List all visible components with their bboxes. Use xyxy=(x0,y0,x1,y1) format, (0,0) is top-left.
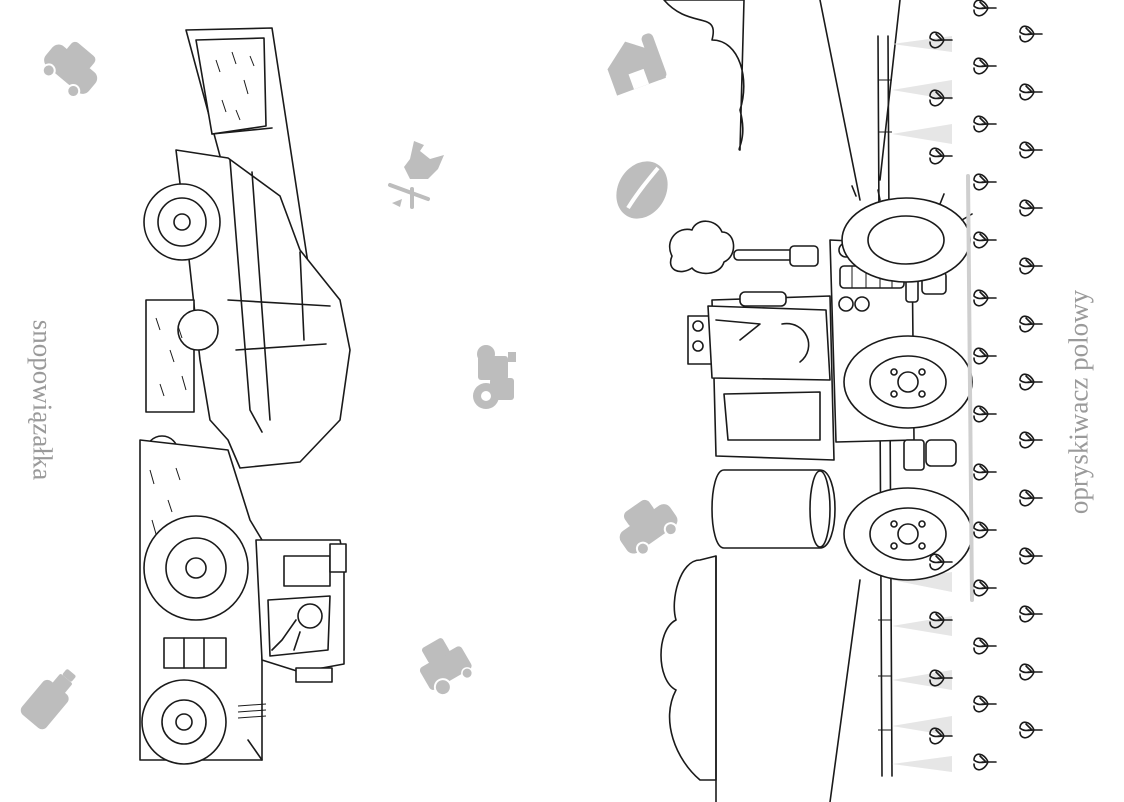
bottle-icon xyxy=(20,669,76,730)
leaf-icon xyxy=(616,161,668,219)
crop-row-2 xyxy=(973,0,997,771)
sprayer-wheel-rear xyxy=(841,185,973,283)
sprout-icon xyxy=(973,637,997,655)
sprout-icon xyxy=(973,463,997,481)
baler-icon xyxy=(419,638,474,697)
sprout-icon xyxy=(1019,547,1043,565)
sprout-icon xyxy=(973,231,997,249)
sprout-icon xyxy=(1019,25,1043,43)
sprout-icon xyxy=(973,173,997,191)
sprout-icon xyxy=(1019,489,1043,507)
sprout-icon xyxy=(973,579,997,597)
sprout-icon xyxy=(973,347,997,365)
crop-row-1 xyxy=(929,31,953,745)
sprout-icon xyxy=(929,31,953,49)
sprayer-wheel-front xyxy=(843,487,973,581)
sprout-icon xyxy=(973,289,997,307)
sprout-icon xyxy=(929,553,953,571)
sprout-icon xyxy=(1019,83,1043,101)
sprout-icon xyxy=(973,405,997,423)
sprout-icon xyxy=(973,0,997,17)
car-icon-2 xyxy=(619,499,678,556)
sprout-icon xyxy=(1019,431,1043,449)
sprout-icon xyxy=(973,521,997,539)
sprayer-wheel-mid xyxy=(843,335,973,429)
sprout-icon xyxy=(1019,141,1043,159)
sprout-icon xyxy=(973,115,997,133)
sprout-icon xyxy=(973,753,997,771)
barn-icon xyxy=(607,33,667,96)
sprout-icon xyxy=(929,727,953,745)
sprout-icon xyxy=(929,89,953,107)
sprout-icon xyxy=(1019,373,1043,391)
field-sprayer xyxy=(660,0,1043,802)
sprout-icon xyxy=(1019,721,1043,739)
tractor-icon xyxy=(473,345,516,409)
sprout-icon xyxy=(929,669,953,687)
sprout-icon xyxy=(929,611,953,629)
sprout-icon xyxy=(1019,605,1043,623)
baler-tractor xyxy=(139,27,351,765)
car-icon xyxy=(41,41,98,99)
sprout-icon xyxy=(1019,257,1043,275)
sprout-icon xyxy=(1019,663,1043,681)
sprout-icon xyxy=(973,57,997,75)
sprout-icon xyxy=(929,147,953,165)
rooster-weathervane-icon xyxy=(388,141,444,209)
crop-row-3 xyxy=(1019,25,1043,739)
sprout-icon xyxy=(973,695,997,713)
sprout-icon xyxy=(1019,315,1043,333)
sprout-icon xyxy=(1019,199,1043,217)
spray-cones xyxy=(892,36,952,772)
